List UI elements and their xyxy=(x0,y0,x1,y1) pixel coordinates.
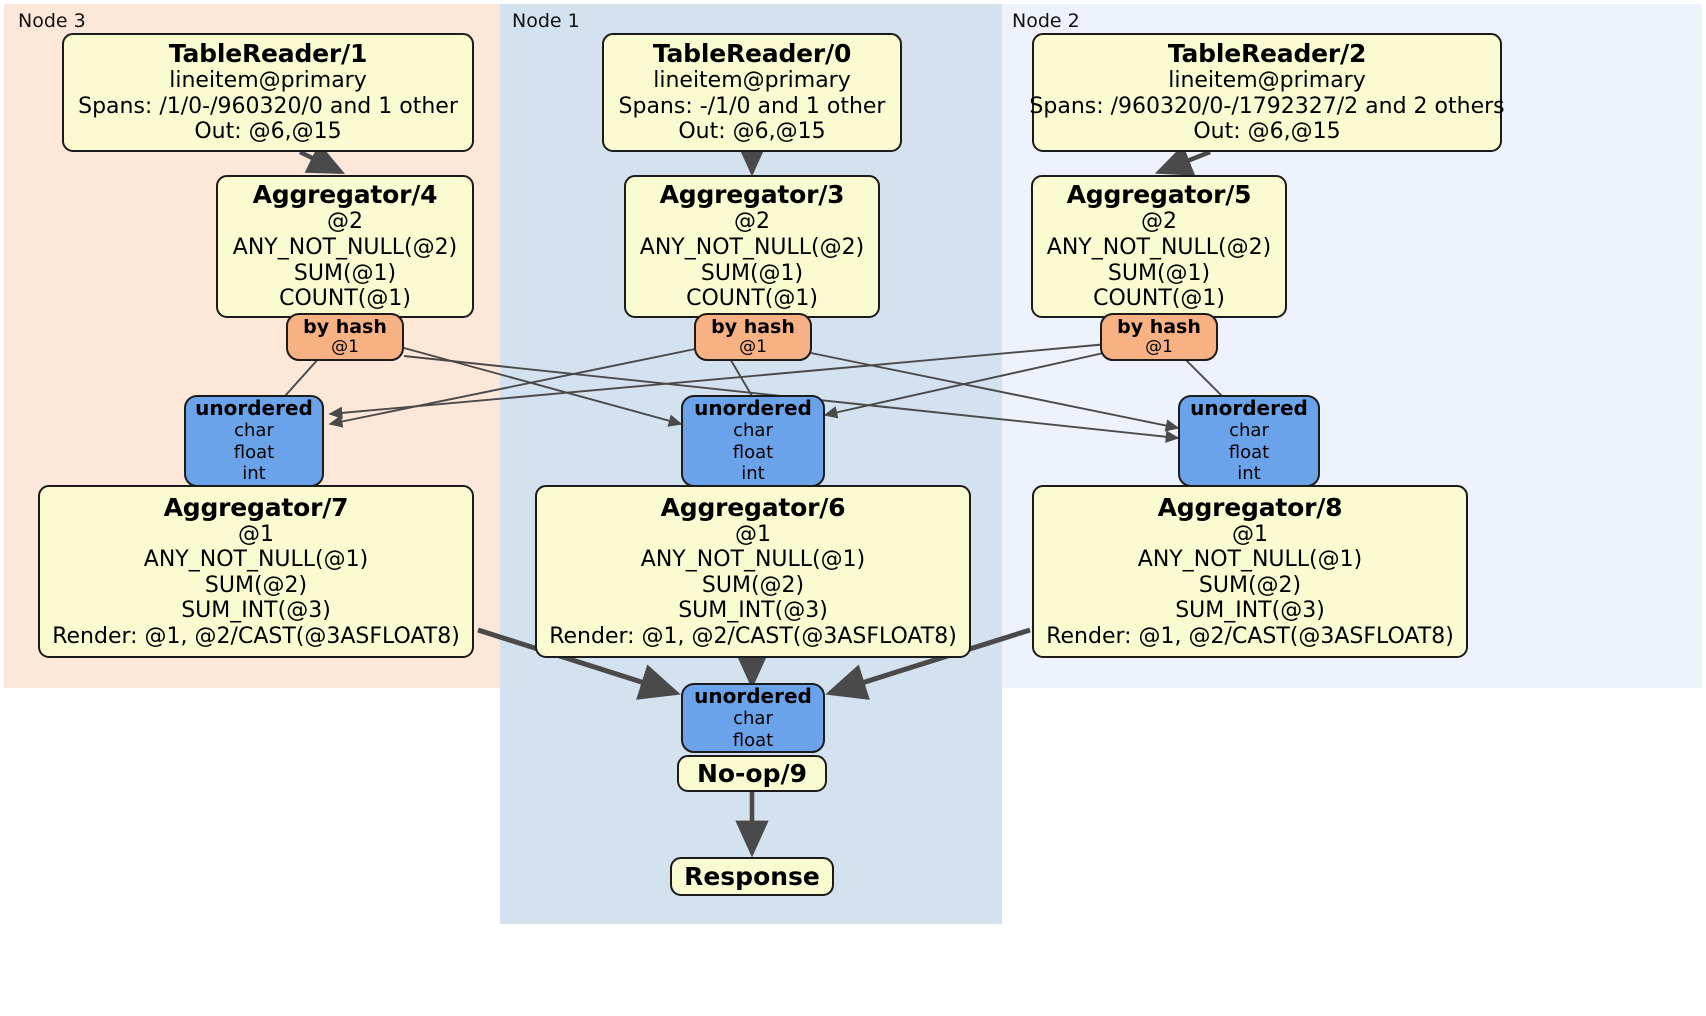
synchronizer-detail: float xyxy=(732,729,774,751)
synchronizer-unordered-left[interactable]: unordered char float int xyxy=(184,395,324,487)
processor-title: TableReader/2 xyxy=(1167,39,1367,69)
processor-detail: SUM(@2) xyxy=(1198,572,1302,598)
synchronizer-detail: int xyxy=(242,463,266,485)
router-detail: @1 xyxy=(739,336,767,357)
processor-response[interactable]: Response xyxy=(670,857,834,896)
processor-detail: Render: @1, @2/CAST(@3ASFLOAT8) xyxy=(549,623,957,649)
processor-detail: Spans: /960320/0-/1792327/2 and 2 others xyxy=(1029,93,1505,119)
router-detail: @1 xyxy=(331,336,359,357)
processor-detail: ANY_NOT_NULL(@1) xyxy=(143,547,369,573)
processor-aggregator-8[interactable]: Aggregator/8 @1 ANY_NOT_NULL(@1) SUM(@2)… xyxy=(1032,485,1468,658)
synchronizer-title: unordered xyxy=(1190,396,1308,421)
node-label-node1: Node 1 xyxy=(512,10,580,32)
processor-detail: ANY_NOT_NULL(@2) xyxy=(1046,234,1272,260)
processor-detail: @1 xyxy=(1232,521,1268,547)
processor-detail: Spans: -/1/0 and 1 other xyxy=(618,93,886,119)
router-by-hash-middle[interactable]: by hash @1 xyxy=(694,313,812,361)
processor-detail: Out: @6,@15 xyxy=(678,119,826,145)
processor-detail: Out: @6,@15 xyxy=(1193,119,1341,145)
synchronizer-title: unordered xyxy=(694,683,812,708)
processor-detail: @2 xyxy=(327,209,363,235)
processor-detail: ANY_NOT_NULL(@1) xyxy=(640,547,866,573)
processor-title: Aggregator/4 xyxy=(252,180,438,210)
router-title: by hash xyxy=(1117,315,1201,338)
processor-detail: lineitem@primary xyxy=(169,68,367,94)
synchronizer-detail: float xyxy=(233,441,275,463)
processor-tablereader-1[interactable]: TableReader/1 lineitem@primary Spans: /1… xyxy=(62,33,474,152)
router-title: by hash xyxy=(711,315,795,338)
synchronizer-unordered-right[interactable]: unordered char float int xyxy=(1178,395,1320,487)
synchronizer-detail: char xyxy=(733,420,773,442)
processor-detail: COUNT(@1) xyxy=(1093,286,1225,312)
synchronizer-detail: char xyxy=(234,420,274,442)
processor-detail: lineitem@primary xyxy=(1168,68,1366,94)
processor-title: Aggregator/8 xyxy=(1157,492,1343,522)
synchronizer-title: unordered xyxy=(195,396,313,421)
node-label-node2: Node 2 xyxy=(1012,10,1080,32)
synchronizer-detail: float xyxy=(732,441,774,463)
synchronizer-detail: int xyxy=(741,463,765,485)
synchronizer-unordered-final[interactable]: unordered char float xyxy=(681,683,825,753)
processor-aggregator-4[interactable]: Aggregator/4 @2 ANY_NOT_NULL(@2) SUM(@1)… xyxy=(216,175,474,318)
processor-detail: @1 xyxy=(735,521,771,547)
processor-aggregator-3[interactable]: Aggregator/3 @2 ANY_NOT_NULL(@2) SUM(@1)… xyxy=(624,175,880,318)
synchronizer-detail: char xyxy=(1229,420,1269,442)
processor-title: Aggregator/5 xyxy=(1066,180,1252,210)
processor-tablereader-2[interactable]: TableReader/2 lineitem@primary Spans: /9… xyxy=(1029,33,1505,152)
processor-detail: @2 xyxy=(1141,209,1177,235)
processor-detail: Out: @6,@15 xyxy=(194,119,342,145)
processor-detail: @2 xyxy=(734,209,770,235)
processor-detail: @1 xyxy=(238,521,274,547)
synchronizer-detail: char xyxy=(733,708,773,729)
processor-aggregator-6[interactable]: Aggregator/6 @1 ANY_NOT_NULL(@1) SUM(@2)… xyxy=(535,485,971,658)
processor-detail: COUNT(@1) xyxy=(686,286,818,312)
node-label-node3: Node 3 xyxy=(18,10,86,32)
processor-detail: SUM(@1) xyxy=(1107,260,1211,286)
processor-detail: SUM(@2) xyxy=(204,572,308,598)
processor-title: TableReader/0 xyxy=(652,39,852,69)
processor-detail: Spans: /1/0-/960320/0 and 1 other xyxy=(78,93,458,119)
router-title: by hash xyxy=(303,315,387,338)
processor-detail: SUM_INT(@3) xyxy=(181,598,331,624)
processor-title: TableReader/1 xyxy=(168,39,368,69)
processor-title: No-op/9 xyxy=(696,758,808,788)
processor-title: Response xyxy=(684,861,820,891)
synchronizer-detail: float xyxy=(1228,441,1270,463)
synchronizer-title: unordered xyxy=(694,396,812,421)
synchronizer-detail: int xyxy=(1237,463,1261,485)
processor-detail: SUM(@2) xyxy=(701,572,805,598)
processor-detail: ANY_NOT_NULL(@2) xyxy=(232,234,458,260)
processor-detail: lineitem@primary xyxy=(653,68,851,94)
processor-detail: COUNT(@1) xyxy=(279,286,411,312)
processor-title: Aggregator/7 xyxy=(163,492,349,522)
router-detail: @1 xyxy=(1145,336,1173,357)
synchronizer-unordered-middle[interactable]: unordered char float int xyxy=(681,395,825,487)
processor-detail: ANY_NOT_NULL(@2) xyxy=(639,234,865,260)
processor-detail: SUM_INT(@3) xyxy=(678,598,828,624)
processor-title: Aggregator/6 xyxy=(660,492,846,522)
processor-aggregator-7[interactable]: Aggregator/7 @1 ANY_NOT_NULL(@1) SUM(@2)… xyxy=(38,485,474,658)
router-by-hash-right[interactable]: by hash @1 xyxy=(1100,313,1218,361)
processor-detail: SUM(@1) xyxy=(700,260,804,286)
router-by-hash-left[interactable]: by hash @1 xyxy=(286,313,404,361)
processor-detail: SUM_INT(@3) xyxy=(1175,598,1325,624)
processor-noop-9[interactable]: No-op/9 xyxy=(677,755,827,792)
processor-aggregator-5[interactable]: Aggregator/5 @2 ANY_NOT_NULL(@2) SUM(@1)… xyxy=(1031,175,1287,318)
processor-detail: Render: @1, @2/CAST(@3ASFLOAT8) xyxy=(1046,623,1454,649)
processor-detail: ANY_NOT_NULL(@1) xyxy=(1137,547,1363,573)
processor-title: Aggregator/3 xyxy=(659,180,845,210)
processor-detail: SUM(@1) xyxy=(293,260,397,286)
processor-tablereader-0[interactable]: TableReader/0 lineitem@primary Spans: -/… xyxy=(602,33,902,152)
processor-detail: Render: @1, @2/CAST(@3ASFLOAT8) xyxy=(52,623,460,649)
